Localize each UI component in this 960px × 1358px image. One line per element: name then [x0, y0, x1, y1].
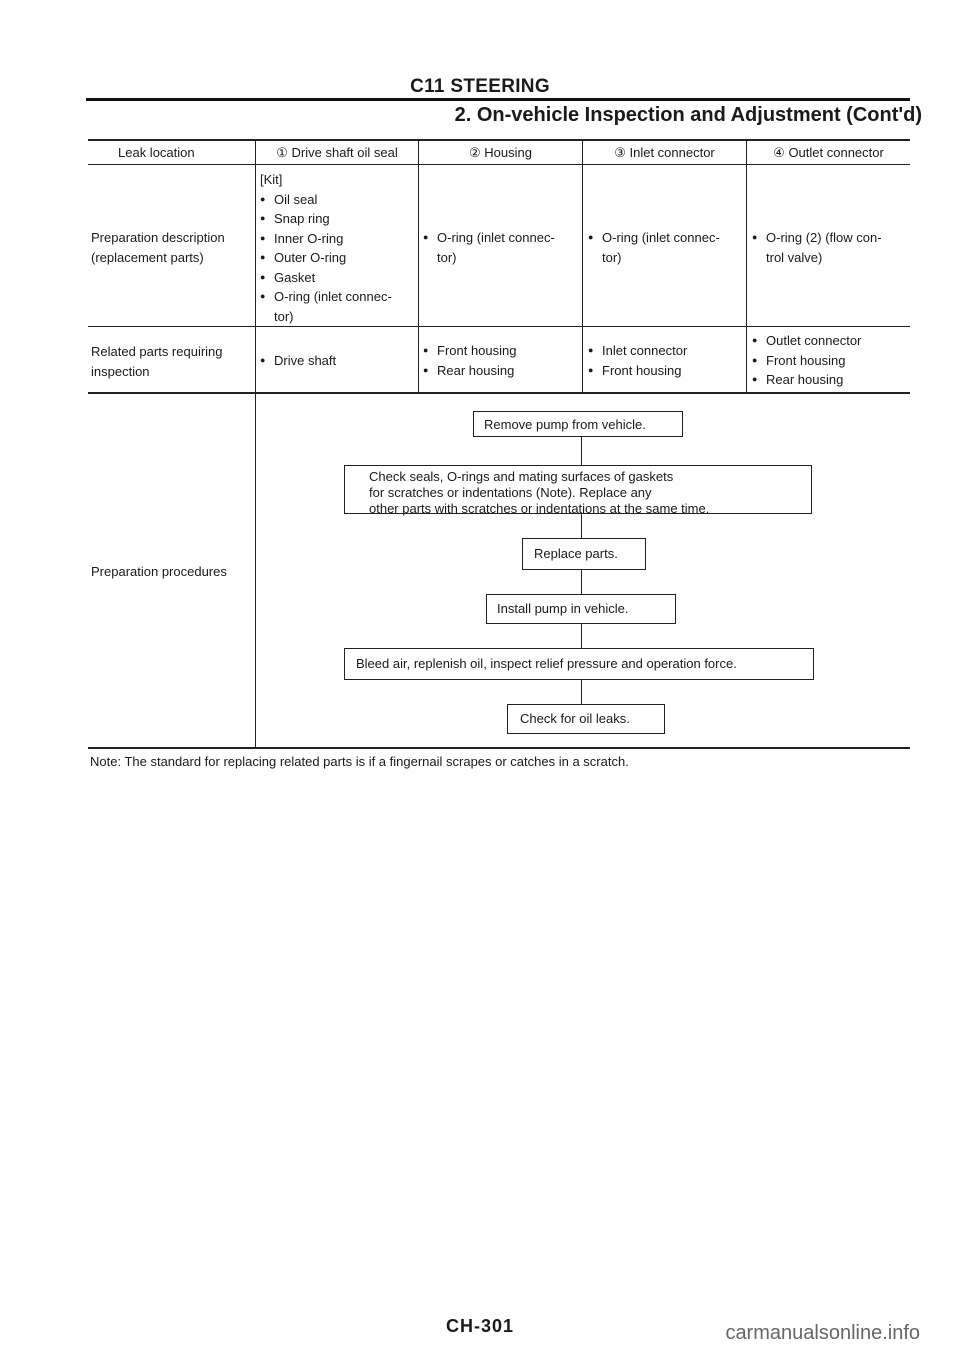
row-label-related: Related parts requiring inspection — [91, 342, 223, 381]
prep-cell-col3: O-ring (inlet connec- tor) — [588, 228, 720, 267]
row-label-leak-location: Leak location — [118, 145, 195, 160]
col-divider-2 — [418, 140, 419, 393]
table-top-rule — [88, 139, 910, 141]
row-label-prep-desc-line1: Preparation description — [91, 230, 225, 245]
col-header-outlet-connector: ④ Outlet connector — [773, 145, 884, 160]
related-cell-col1: Drive shaft — [260, 351, 336, 371]
list-item-continuation: tor) — [437, 249, 457, 265]
list-item: O-ring (2) (flow con- — [752, 228, 882, 248]
flow-step-bleed-air: Bleed air, replenish oil, inspect relief… — [344, 648, 814, 680]
row-label-prep-desc: Preparation description (replacement par… — [91, 228, 225, 267]
list-item: O-ring (inlet connec- — [260, 287, 392, 307]
list-item: Front housing — [752, 351, 861, 371]
footnote: Note: The standard for replacing related… — [90, 754, 629, 769]
list-item: Snap ring — [260, 209, 392, 229]
list-item-continuation: trol valve) — [766, 249, 823, 265]
flow-connector — [581, 570, 582, 594]
list-item: Rear housing — [423, 361, 517, 381]
flow-step-check-seals-line: for scratches or indentations (Note). Re… — [369, 485, 652, 500]
col-header-housing: ② Housing — [469, 145, 532, 160]
flow-step-check-seals: Check seals, O-rings and mating surfaces… — [344, 465, 812, 516]
flow-step-remove-pump: Remove pump from vehicle. — [473, 411, 683, 437]
table-prep-rule — [88, 326, 910, 327]
flow-connector — [581, 624, 582, 648]
flow-connector — [581, 680, 582, 704]
table-header-rule — [88, 164, 910, 165]
related-cell-col4: Outlet connector Front housing Rear hous… — [752, 331, 861, 390]
row-label-related-line1: Related parts requiring — [91, 344, 223, 359]
flow-step-install-pump: Install pump in vehicle. — [486, 594, 676, 624]
prep-cell-col1: [Kit] Oil seal Snap ring Inner O-ring Ou… — [260, 170, 392, 326]
flow-connector — [581, 514, 582, 538]
list-item: Inlet connector — [588, 341, 687, 361]
list-item: Gasket — [260, 268, 392, 288]
list-item: Drive shaft — [260, 351, 336, 371]
list-item-continuation: tor) — [274, 308, 294, 324]
table-bottom-rule — [88, 747, 910, 749]
row-label-related-line2: inspection — [91, 363, 150, 379]
related-cell-col3: Inlet connector Front housing — [588, 341, 687, 380]
list-item: Outlet connector — [752, 331, 861, 351]
row-label-procedures: Preparation procedures — [91, 564, 227, 579]
table-related-rule — [88, 392, 910, 394]
header-rule — [86, 98, 910, 101]
list-item: Inner O-ring — [260, 229, 392, 249]
flow-step-check-seals-line: other parts with scratches or indentatio… — [369, 501, 710, 516]
related-cell-col2: Front housing Rear housing — [423, 341, 517, 380]
list-item: Front housing — [588, 361, 687, 381]
flow-step-replace-parts: Replace parts. — [522, 538, 646, 570]
col-divider-4 — [746, 140, 747, 393]
list-item: Oil seal — [260, 190, 392, 210]
col-divider-1 — [255, 140, 256, 748]
prep-kit-label: [Kit] — [260, 172, 283, 187]
page-subtitle: 2. On-vehicle Inspection and Adjustment … — [454, 104, 922, 126]
list-item: O-ring (inlet connec- — [588, 228, 720, 248]
section-title: C11 STEERING — [410, 76, 550, 97]
flow-step-check-seals-line: Check seals, O-rings and mating surfaces… — [369, 469, 674, 484]
col-header-inlet-connector: ③ Inlet connector — [614, 145, 715, 160]
list-item: Rear housing — [752, 370, 861, 390]
col-header-drive-shaft-oil-seal: ① Drive shaft oil seal — [276, 145, 398, 160]
list-item-continuation: tor) — [602, 249, 622, 265]
list-item: O-ring (inlet connec- — [423, 228, 555, 248]
prep-cell-col2: O-ring (inlet connec- tor) — [423, 228, 555, 267]
prep-cell-col4: O-ring (2) (flow con- trol valve) — [752, 228, 882, 267]
row-label-prep-desc-line2: (replacement parts) — [91, 249, 204, 265]
list-item: Front housing — [423, 341, 517, 361]
flow-connector — [581, 437, 582, 465]
list-item: Outer O-ring — [260, 248, 392, 268]
col-divider-3 — [582, 140, 583, 393]
watermark: carmanualsonline.info — [725, 1322, 920, 1344]
page-number: CH-301 — [445, 1316, 515, 1336]
flow-step-check-oil-leaks: Check for oil leaks. — [507, 704, 665, 734]
